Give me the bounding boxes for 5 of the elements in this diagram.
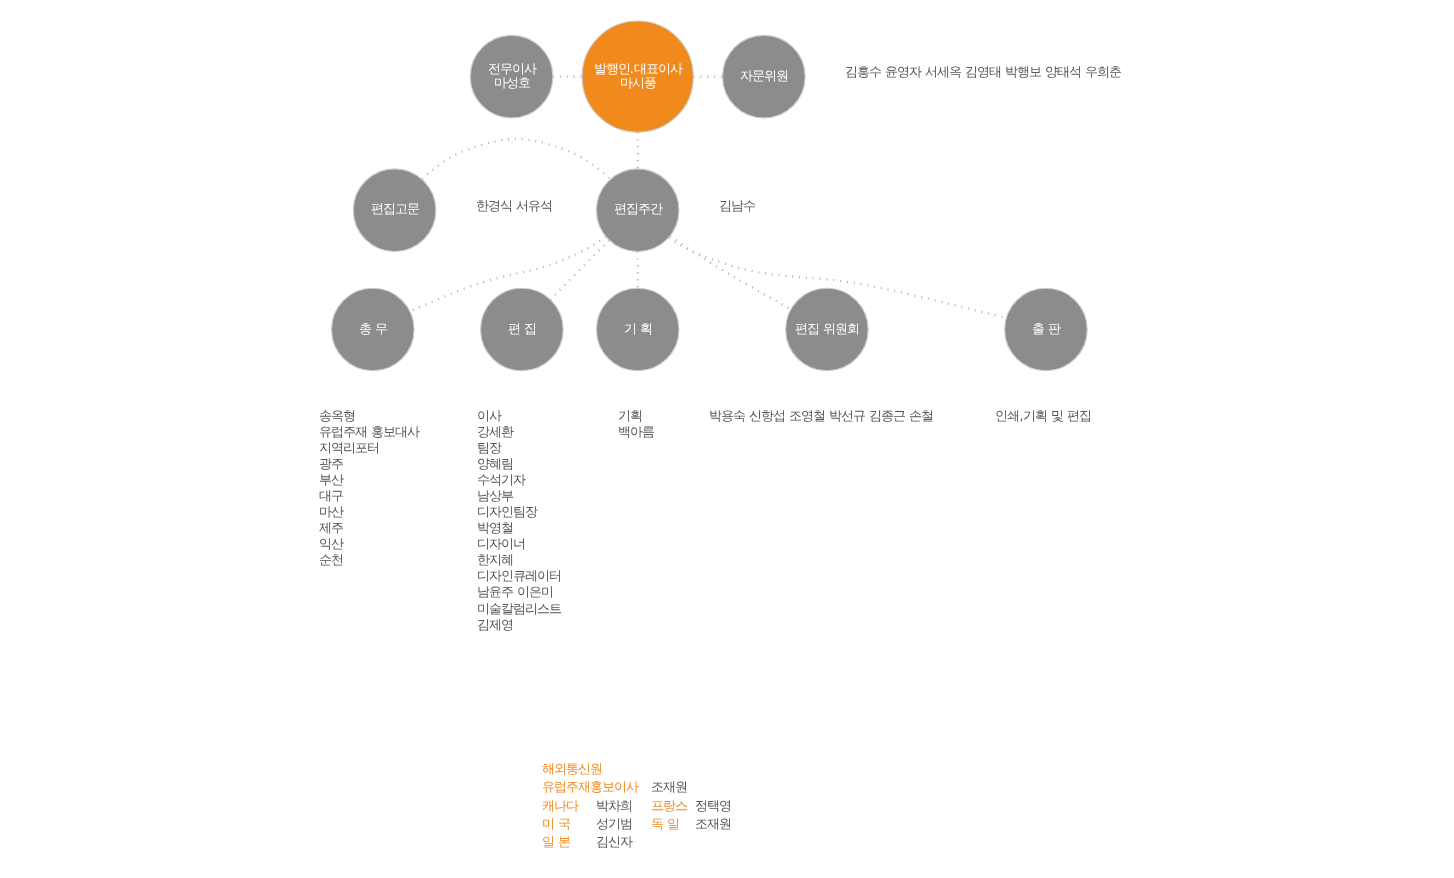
connector — [668, 235, 791, 311]
connector — [420, 137, 610, 180]
connector — [667, 236, 1006, 320]
connector — [548, 239, 609, 301]
connector — [408, 235, 606, 313]
